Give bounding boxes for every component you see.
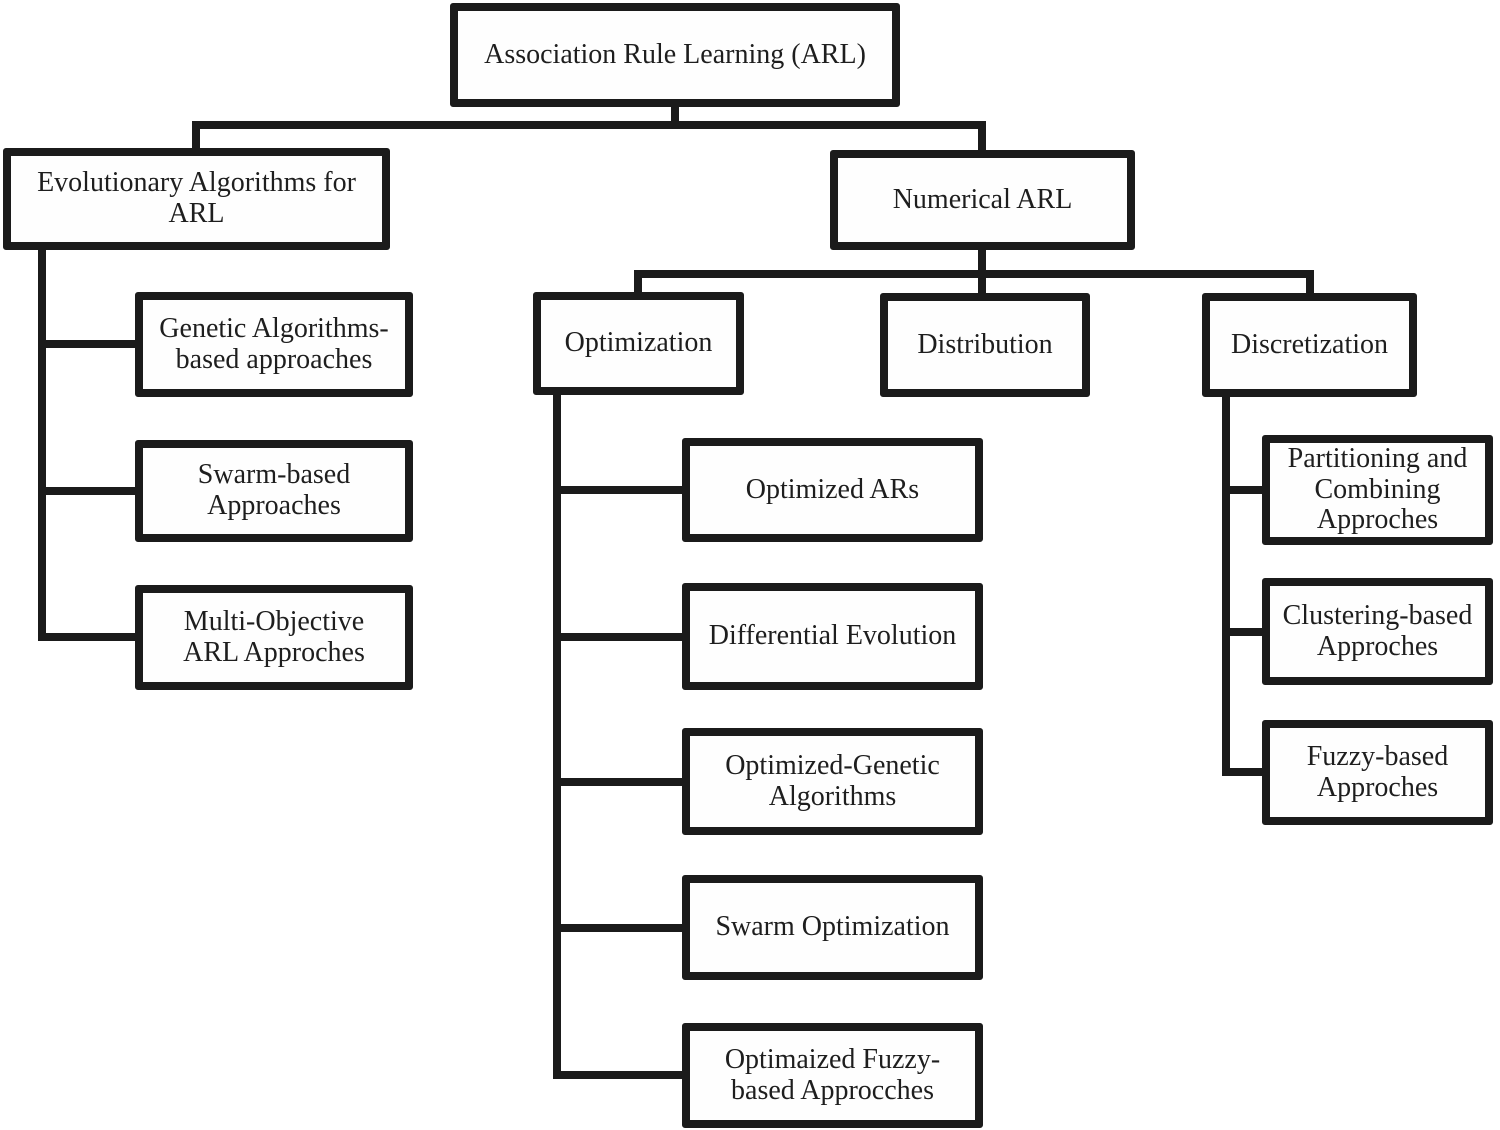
connector-numerical-stem (978, 250, 986, 270)
node-multi-objective: Multi-Objective ARL Approches (135, 585, 413, 690)
connector-stub-partitioning (1222, 486, 1262, 494)
node-association-rule-learning: Association Rule Learning (ARL) (450, 3, 900, 107)
node-clustering-based: Clustering-based Approches (1262, 578, 1493, 685)
connector-discretization-stem (1222, 397, 1230, 776)
connector-stub-differential-evolution (553, 633, 682, 641)
connector-evolutionary-stem (38, 247, 46, 641)
node-genetic-algorithms-based: Genetic Algorithms- based approaches (135, 292, 413, 397)
node-optimized-ars: Optimized ARs (682, 438, 983, 542)
node-swarm-optimization: Swarm Optimization (682, 875, 983, 980)
connector-numerical-bar (634, 270, 1314, 278)
connector-drop-evolutionary (192, 129, 200, 148)
connector-stub-multi-objective (38, 633, 135, 641)
node-numerical-arl-label: Numerical ARL (892, 183, 1073, 215)
node-clustering-based-label: Clustering-based Approches (1282, 599, 1473, 662)
node-evolutionary-algorithms-label: Evolutionary Algorithms for ARL (37, 167, 356, 229)
node-partitioning-combining: Partitioning and Combining Approches (1262, 435, 1493, 545)
node-genetic-algorithms-based-label: Genetic Algorithms- based approaches (159, 312, 389, 375)
connector-drop-numerical (978, 129, 986, 150)
node-fuzzy-based-label: Fuzzy-based Approches (1306, 740, 1449, 803)
node-optimaized-fuzzy-label: Optimaized Fuzzy- based Approcches (724, 1043, 941, 1106)
connector-stub-genetic (38, 340, 135, 348)
connector-stub-swarm-optimization (553, 924, 682, 932)
node-optimization-label: Optimization (564, 327, 713, 359)
connector-stub-optimaized-fuzzy (553, 1071, 682, 1079)
node-swarm-based: Swarm-based Approaches (135, 440, 413, 542)
connector-stub-optimized-genetic (553, 778, 682, 786)
node-numerical-arl: Numerical ARL (830, 150, 1135, 250)
node-swarm-based-label: Swarm-based Approaches (197, 459, 351, 521)
node-optimization: Optimization (533, 292, 744, 395)
node-optimaized-fuzzy: Optimaized Fuzzy- based Approcches (682, 1023, 983, 1128)
connector-drop-discretization (1306, 278, 1314, 293)
connector-stub-clustering (1222, 628, 1262, 636)
node-discretization: Discretization (1202, 293, 1417, 397)
node-optimized-genetic-label: Optimized-Genetic Algorithms (725, 749, 940, 812)
node-differential-evolution: Differential Evolution (682, 583, 983, 690)
node-optimized-ars-label: Optimized ARs (745, 473, 920, 505)
node-association-rule-learning-label: Association Rule Learning (ARL) (484, 38, 866, 70)
node-differential-evolution-label: Differential Evolution (708, 620, 957, 652)
node-swarm-optimization-label: Swarm Optimization (715, 911, 950, 943)
connector-optimization-stem (553, 393, 561, 1079)
connector-root-stem (671, 107, 679, 123)
node-evolutionary-algorithms: Evolutionary Algorithms for ARL (3, 148, 390, 250)
node-distribution-label: Distribution (917, 328, 1053, 360)
connector-stub-swarm (38, 487, 135, 495)
connector-drop-optimization (634, 278, 642, 292)
node-distribution: Distribution (880, 293, 1090, 397)
node-fuzzy-based: Fuzzy-based Approches (1262, 720, 1493, 825)
node-multi-objective-label: Multi-Objective ARL Approches (183, 605, 365, 668)
node-optimized-genetic: Optimized-Genetic Algorithms (682, 728, 983, 835)
connector-drop-distribution (978, 278, 986, 293)
node-discretization-label: Discretization (1230, 328, 1389, 360)
connector-root-bar (192, 121, 986, 129)
connector-stub-optimized-ars (553, 486, 682, 494)
connector-stub-fuzzy (1222, 768, 1262, 776)
node-partitioning-combining-label: Partitioning and Combining Approches (1287, 442, 1468, 536)
